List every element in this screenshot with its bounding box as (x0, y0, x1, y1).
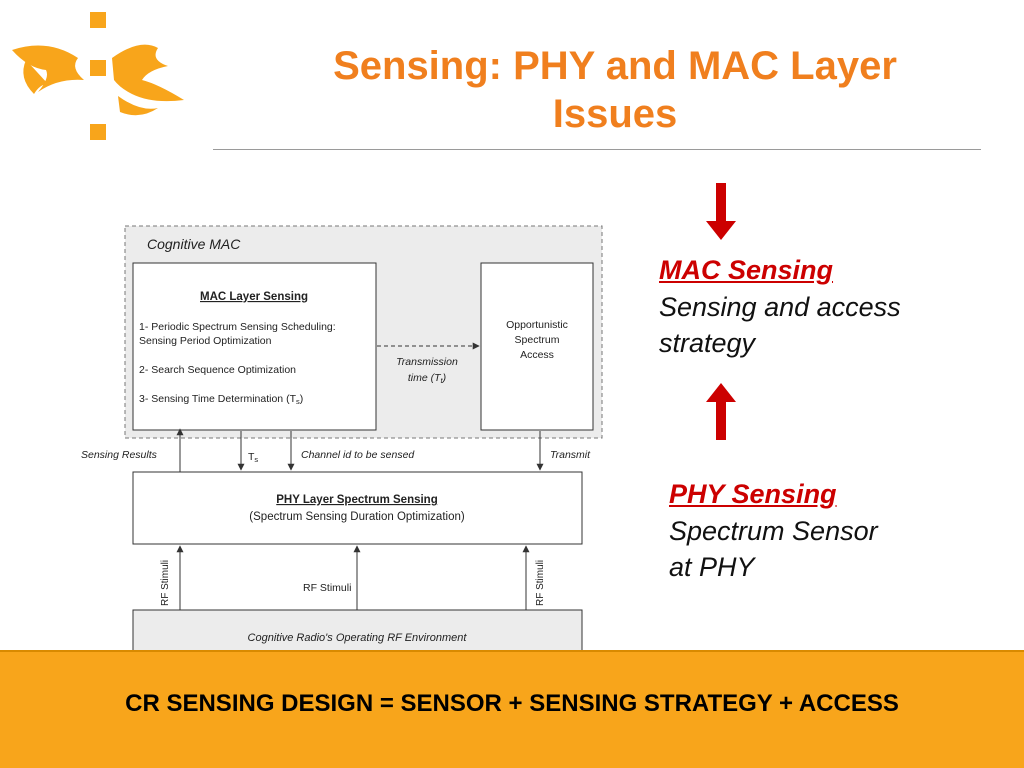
transmission-label-line-1: Transmission (396, 356, 458, 368)
rf-stimuli-right-label: RF Stimuli (535, 560, 546, 606)
title-line-1: Sensing: PHY and MAC Layer (333, 44, 897, 88)
banner-top-border (0, 650, 1024, 652)
transmit-label: Transmit (550, 449, 591, 461)
bottom-banner (0, 650, 1024, 768)
phy-sensing-line-1: Spectrum Sensor (669, 516, 878, 546)
mac-sensing-line-1: Sensing and access (659, 292, 901, 322)
title-line-2: Issues (552, 92, 678, 136)
phy-sensing-block: PHY Sensing Spectrum Sensor at PHY (669, 477, 878, 587)
banner-text: CR SENSING DESIGN = SENSOR + SENSING STR… (125, 690, 899, 717)
rf-stimuli-center-label: RF Stimuli (303, 582, 351, 594)
mac-item-1-line-1: 1- Periodic Spectrum Sensing Scheduling: (139, 321, 336, 333)
phy-layer-title: PHY Layer Spectrum Sensing (276, 494, 437, 506)
mac-item-2: 2- Search Sequence Optimization (139, 364, 296, 376)
channel-id-label: Channel id to be sensed (301, 449, 415, 461)
mac-item-3: 3- Sensing Time Determination (Ts) (139, 393, 303, 406)
phy-sensing-line-2: at PHY (669, 552, 755, 582)
opportunistic-spectrum-access-box (480, 262, 594, 431)
ts-label: Ts (248, 451, 258, 464)
mac-item-1-line-2: Sensing Period Optimization (139, 335, 272, 347)
phy-sensing-heading: PHY Sensing (669, 479, 837, 509)
phy-layer-sensing-box (132, 471, 583, 545)
osa-line-1: Opportunistic (506, 319, 568, 331)
phy-layer-subtitle: (Spectrum Sensing Duration Optimization) (249, 511, 465, 523)
mac-sensing-heading: MAC Sensing (659, 255, 834, 285)
transmission-label-line-2: time (Tt) (408, 372, 446, 385)
mac-layer-title: MAC Layer Sensing (200, 291, 308, 303)
osa-line-3: Access (520, 349, 554, 361)
red-arrow-down-icon (706, 183, 736, 240)
slide-title: Sensing: PHY and MAC Layer Issues (240, 42, 990, 138)
rf-stimuli-left-label: RF Stimuli (160, 560, 171, 606)
title-divider (213, 149, 981, 150)
red-arrow-up-icon (706, 383, 736, 440)
cognitive-mac-label: Cognitive MAC (147, 236, 241, 252)
mac-sensing-block: MAC Sensing Sensing and access strategy (659, 253, 901, 363)
sensing-results-label: Sensing Results (81, 449, 158, 461)
rf-environment-label: Cognitive Radio's Operating RF Environme… (248, 632, 468, 644)
osa-line-2: Spectrum (515, 334, 560, 346)
mac-layer-sensing-box (132, 262, 377, 431)
university-logo-icon (12, 12, 184, 140)
mac-sensing-line-2: strategy (659, 328, 756, 358)
